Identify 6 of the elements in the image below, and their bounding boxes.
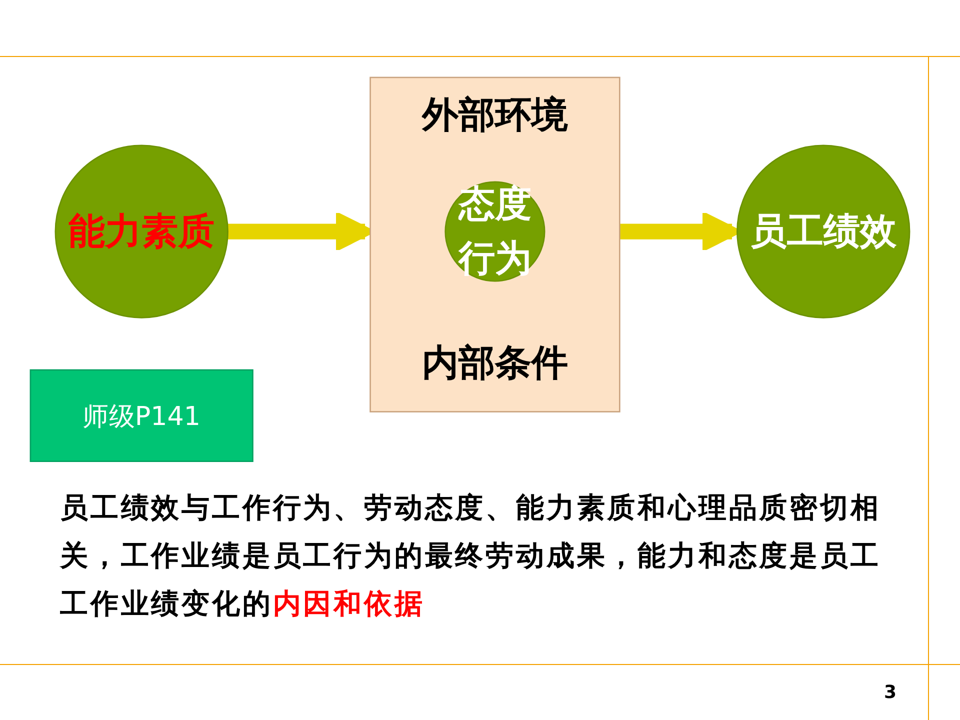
- page-number: 3: [884, 682, 897, 703]
- circle-node: 能力素质: [54, 144, 228, 318]
- circle-node: 态度 行为: [444, 180, 546, 282]
- circle-node: 员工绩效: [736, 144, 910, 318]
- tag-box: 师级P141: [30, 368, 254, 462]
- body-text: 员工绩效与工作行为、劳动态度、能力素质和心理品质密切相关，工作业绩是员工行为的最终劳动成果，能力和态度是员工工作业绩变化的内因和依据: [60, 490, 882, 622]
